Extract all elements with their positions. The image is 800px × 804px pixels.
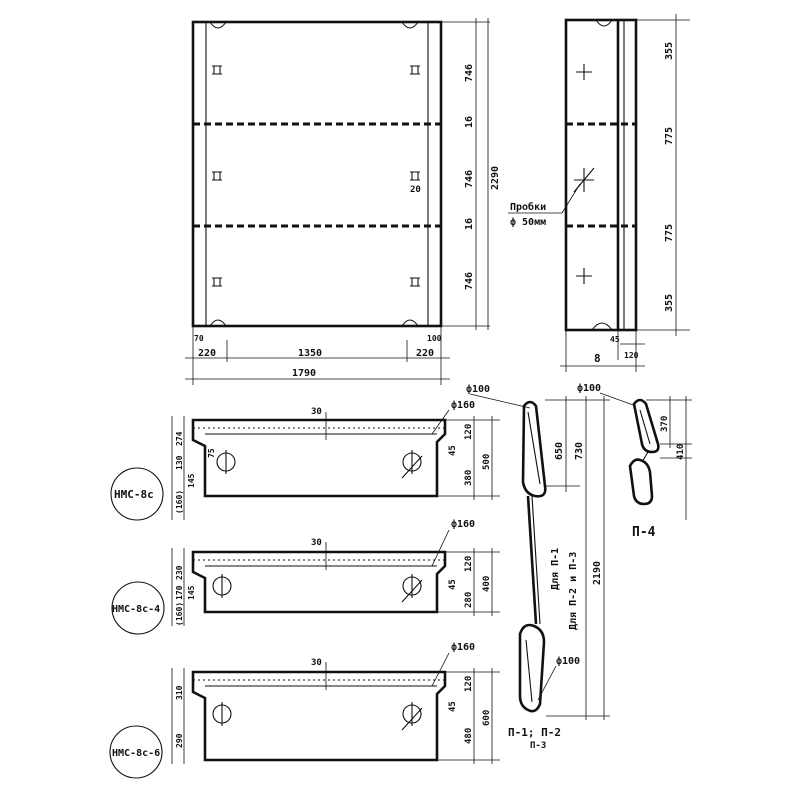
section1-dia: ф160: [451, 399, 475, 411]
section2-left-dim-3: (160): [175, 602, 184, 626]
side-hole-note-2: ф 50мм: [510, 216, 546, 228]
side-dim-v1: 355: [664, 42, 675, 60]
section2-left-dim-2: 170: [175, 585, 184, 600]
section3-left-dim-1: 310: [175, 685, 184, 700]
plan-dim-h1: 220: [198, 348, 216, 359]
section1-left-dim-4: 145: [187, 473, 196, 488]
plan-dim-v4: 16: [464, 218, 475, 230]
section2-right-dim-4: 400: [482, 576, 492, 592]
side-outline: [564, 18, 638, 332]
section1-right-dim-1: 120: [464, 424, 474, 440]
p4-dim-2: 410: [676, 444, 686, 460]
plan-dim-small-right: 100: [427, 334, 442, 343]
p1-note-b: Для П-2 и П-3: [568, 552, 579, 630]
plan-detail-label: 20: [410, 185, 421, 195]
section3-dia: ф160: [451, 641, 475, 653]
plan-outline: [191, 20, 443, 328]
section1-right-dim-4: 500: [482, 454, 492, 470]
p1-note-a: Для П-1: [550, 548, 561, 590]
section2-right-dim-2: 45: [448, 579, 458, 590]
section1-label: НМС-8с: [114, 488, 154, 501]
section3-left-dim-2: 290: [175, 733, 184, 748]
p1-dia-bottom: ф100: [556, 655, 580, 667]
plan-dim-v3: 746: [464, 170, 475, 188]
p1-label-2: П-3: [530, 741, 546, 751]
section1-label-circle: [110, 467, 164, 521]
section-nms-8s: 30 ф160 120 45 380 500 274 130 (160) 145…: [110, 399, 500, 521]
plan-dim-v5: 746: [464, 272, 475, 290]
section3-right-dim-1: 120: [464, 676, 474, 692]
section2-dia: ф160: [451, 518, 475, 530]
section2-label: НМС-8с-4: [112, 604, 160, 615]
side-hole-note-1: Пробки: [510, 201, 546, 213]
section3-dim-top: 30: [311, 658, 322, 668]
section3-label-circle: [109, 725, 163, 779]
section3-label: НМС-8с-6: [112, 748, 160, 759]
section1-left-dim-1: 274: [175, 431, 184, 446]
plan-dim-v1: 746: [464, 64, 475, 82]
section2-left-dim-1: 230: [175, 565, 184, 580]
section1-right-dim-3: 380: [464, 470, 474, 486]
plan-dim-h2: 1350: [298, 348, 322, 359]
section-nms-8s-6: 30 ф160 120 45 480 600 310 290 НМС-8с-6: [109, 641, 500, 779]
section3-right-dim-3: 480: [464, 728, 474, 744]
side-view: Пробки ф 50мм 355 775 775 355 8 120 45: [508, 14, 690, 372]
p1-dim-3: 2190: [592, 561, 603, 585]
section2-right-dim-3: 280: [464, 592, 474, 608]
p4-dim-1: 370: [660, 416, 670, 432]
plan-dim-v2: 16: [464, 116, 475, 128]
p1-dim-1: 650: [554, 442, 565, 460]
side-dim-bottom-3: 45: [610, 335, 620, 344]
plan-view: 20 746 16 746 16 746 2290 70 100 220 135…: [185, 18, 501, 385]
section3-right-dim-2: 45: [448, 701, 458, 712]
section2-right-dim-1: 120: [464, 556, 474, 572]
section1-dim-top: 30: [311, 407, 322, 417]
section1-left-dim-2: 130: [175, 455, 184, 470]
p1-dia-top: ф100: [466, 383, 490, 395]
side-dim-v2: 775: [664, 127, 675, 145]
plan-dim-total-v: 2290: [490, 166, 501, 190]
side-dim-bottom-2: 120: [624, 351, 639, 360]
section1-left-dim-3: (160): [175, 490, 184, 514]
section2-label-circle: [111, 581, 165, 635]
p1-dim-2: 730: [574, 442, 585, 460]
section3-right-dim-4: 600: [482, 710, 492, 726]
plan-dim-small-left: 70: [194, 334, 204, 343]
loop-p4: ф100 370 410 П-4: [577, 382, 692, 540]
side-dim-v3: 775: [664, 224, 675, 242]
plan-dim-total-h: 1790: [292, 368, 316, 379]
section1-left-dim-5: 75: [207, 448, 216, 458]
plan-dim-h3: 220: [416, 348, 434, 359]
section1-right-dim-2: 45: [448, 445, 458, 456]
side-dim-v4: 355: [664, 294, 675, 312]
p4-label: П-4: [632, 525, 656, 540]
loop-p1: ф100 ф100 650 730 2190 Для П-1 Для П-2 и…: [466, 383, 610, 751]
p1-label: П-1; П-2: [508, 726, 561, 739]
side-dim-bottom-1: 8: [594, 352, 601, 365]
section2-left-dim-4: 145: [187, 585, 196, 600]
section2-dim-top: 30: [311, 538, 322, 548]
p4-dia: ф100: [577, 382, 601, 394]
section-nms-8s-4: 30 ф160 120 45 280 400 230 170 (160) 145…: [111, 518, 500, 635]
